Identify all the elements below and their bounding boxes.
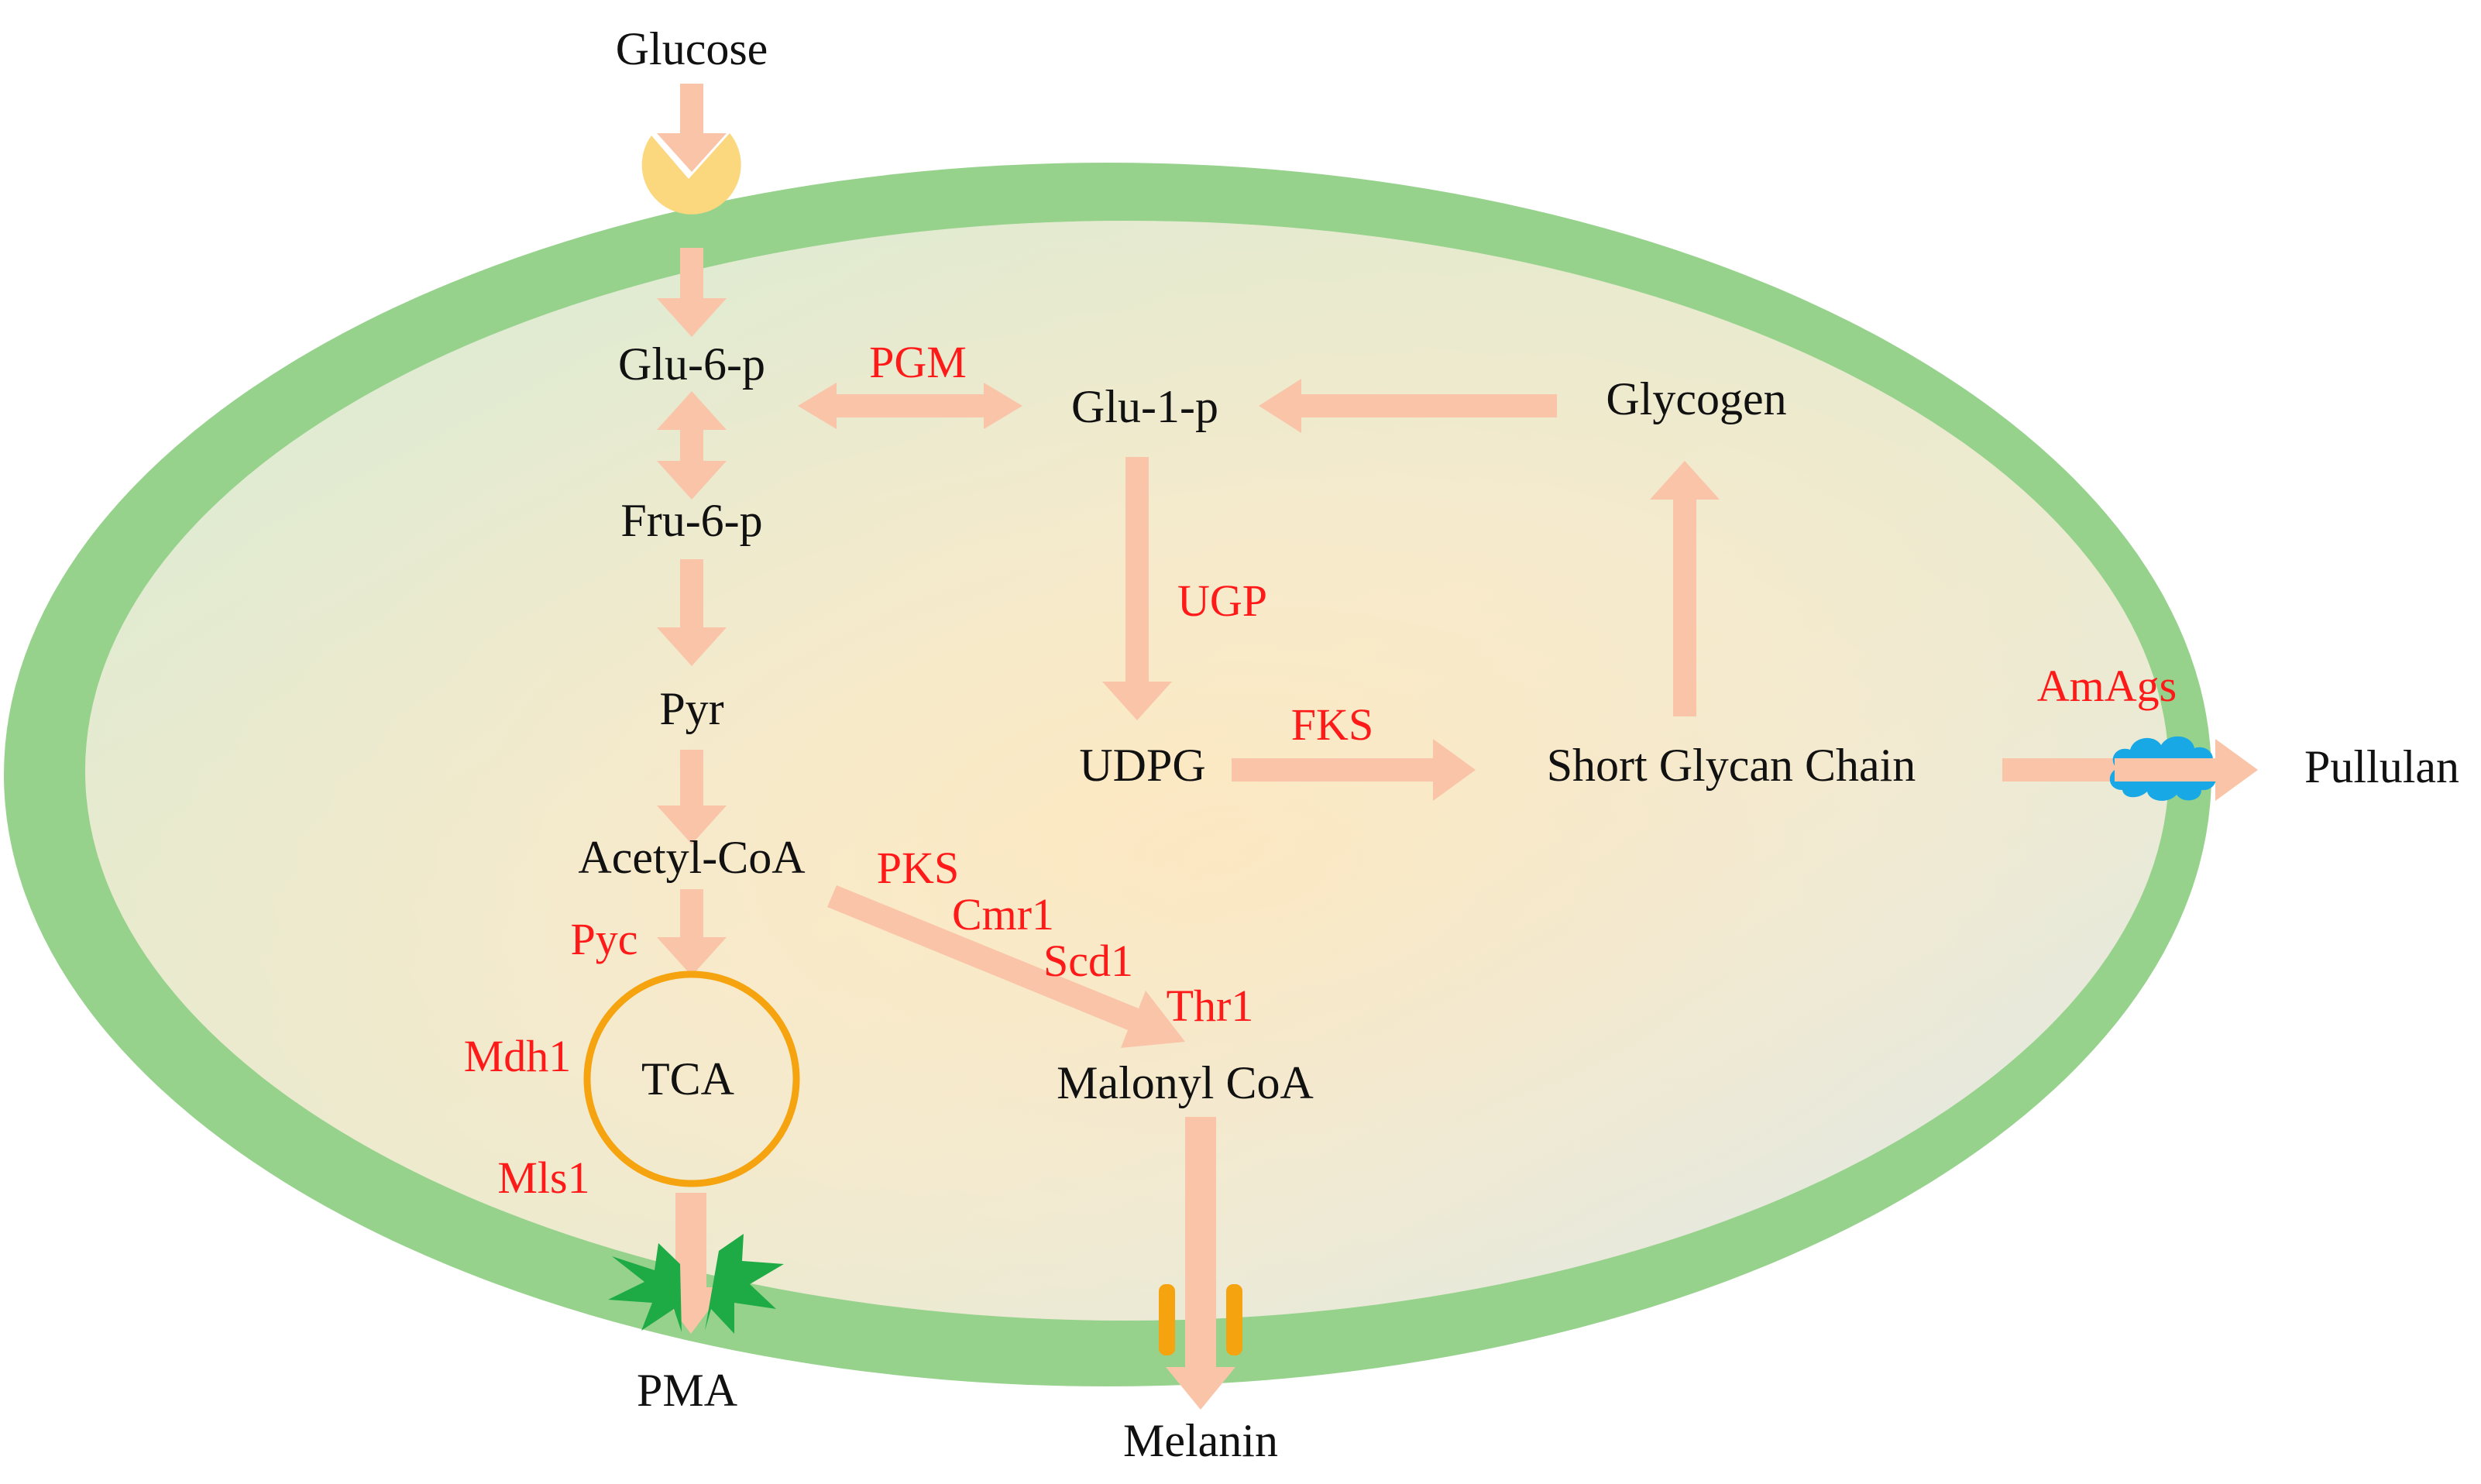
enzyme-fks: FKS	[1291, 699, 1373, 750]
glucose-transporter	[641, 133, 741, 215]
pma-transporter	[608, 1234, 784, 1334]
arrow-shortglycan-glycogen	[1650, 461, 1720, 716]
label-fru-6-p: Fru-6-p	[620, 495, 762, 546]
arrow-glu6p-fru6p	[657, 391, 727, 500]
pullulan-export-channel	[2115, 758, 2219, 782]
arrow-fru6p-pyr	[657, 559, 727, 666]
label-melanin: Melanin	[1123, 1415, 1278, 1466]
label-glucose: Glucose	[616, 23, 768, 74]
arrow-glycogen-glu1p	[1259, 379, 1557, 433]
label-pma: PMA	[637, 1365, 737, 1416]
enzyme-pks: PKS	[877, 843, 959, 893]
arrow-udpg-shortglycan	[1232, 739, 1476, 801]
label-glycogen: Glycogen	[1606, 373, 1786, 424]
label-pullulan: Pullulan	[2304, 741, 2459, 792]
enzyme-scd1: Scd1	[1043, 936, 1133, 986]
arrow-acetylcoa-tca	[657, 889, 727, 976]
enzyme-labels: PGM UGP FKS AmAgs PKS Cmr1 Scd1 Thr1 Pyc…	[464, 337, 2177, 1203]
arrow-malonylcoa-melanin	[1166, 1117, 1235, 1410]
enzyme-mls1: Mls1	[497, 1153, 589, 1203]
label-short-glycan-chain: Short Glycan Chain	[1547, 740, 1916, 791]
cell-cytoplasm-tint	[85, 221, 2169, 1321]
enzyme-cmr1: Cmr1	[952, 889, 1054, 940]
arrow-glu6p-glu1p	[798, 383, 1022, 429]
pullulan-transporter	[2109, 736, 2219, 801]
pacman-receptor-icon	[641, 133, 741, 215]
pathway-arrows	[656, 84, 2258, 1410]
label-udpg: UDPG	[1079, 740, 1205, 791]
label-tca: TCA	[641, 1053, 734, 1104]
orange-channel-icon	[1226, 1284, 1242, 1355]
green-burst-icon	[705, 1234, 784, 1334]
metabolite-labels: Glucose Glu-6-p Glu-1-p Glycogen Fru-6-p…	[578, 23, 2459, 1466]
enzyme-thr1: Thr1	[1167, 981, 1254, 1031]
arrow-acetylcoa-malonylcoa	[827, 885, 1185, 1048]
green-burst-icon	[608, 1243, 682, 1332]
arrow-to-glu6p	[657, 248, 727, 337]
melanin-transporter	[1159, 1284, 1242, 1355]
enzyme-pgm: PGM	[869, 337, 967, 387]
label-acetyl-coa: Acetyl-CoA	[578, 832, 805, 883]
label-pyr: Pyr	[659, 683, 723, 734]
arrow-glu1p-udpg	[1102, 457, 1172, 720]
orange-channel-icon	[1159, 1284, 1175, 1355]
cell	[4, 163, 2211, 1386]
tca-ring	[583, 970, 800, 1187]
enzyme-mdh1: Mdh1	[464, 1031, 572, 1081]
label-malonyl-coa: Malonyl CoA	[1057, 1057, 1314, 1108]
arrow-glucose-uptake	[657, 84, 727, 172]
label-glu-6-p: Glu-6-p	[618, 338, 765, 390]
arrow-pyr-acetylcoa	[657, 750, 727, 844]
enzyme-amags: AmAgs	[2037, 661, 2177, 711]
enzyme-pyc: Pyc	[571, 914, 638, 964]
label-glu-1-p: Glu-1-p	[1071, 381, 1218, 432]
enzyme-ugp: UGP	[1177, 575, 1267, 626]
